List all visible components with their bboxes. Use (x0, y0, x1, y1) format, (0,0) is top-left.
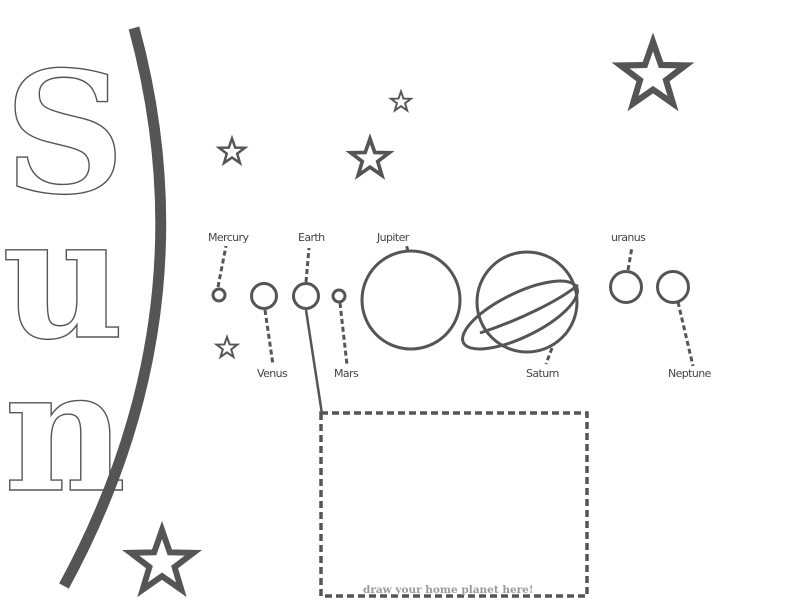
saturn-label: Saturn (526, 367, 559, 380)
planet-mars: Mars (331, 288, 360, 380)
planet-earth: Earth (292, 231, 326, 415)
sun-letter-u: u (2, 179, 124, 377)
saturn-ring-front (479, 283, 579, 335)
drawing-box (319, 411, 589, 598)
planet-saturn: Saturn (461, 250, 579, 380)
planet-neptune: Neptune (656, 270, 712, 380)
star-icon (215, 134, 249, 167)
star-icon (345, 133, 395, 180)
venus-circle (250, 282, 278, 310)
planet-venus: Venus (250, 282, 289, 380)
drawing-box-caption: draw your home planet here! (363, 584, 533, 596)
planet-uranus: uranus (609, 231, 647, 304)
star-icon (388, 88, 414, 113)
jupiter-circle (360, 249, 462, 351)
uranus-circle (609, 270, 643, 304)
planet-jupiter: Jupiter (360, 231, 462, 351)
star-icon (121, 520, 203, 598)
earth-connector-line (304, 309, 324, 415)
sun-edge-arc (59, 26, 167, 589)
star-icon (213, 333, 241, 360)
mars-label: Mars (334, 367, 359, 380)
mercury-circle (211, 287, 227, 303)
saturn-circle (475, 250, 579, 354)
venus-label: Venus (257, 367, 288, 380)
mars-circle (331, 288, 347, 304)
earth-label: Earth (298, 231, 325, 244)
star-icon (611, 32, 695, 112)
sun-letter-s: S (4, 34, 125, 232)
neptune-label: Neptune (668, 367, 712, 380)
neptune-circle (656, 270, 690, 304)
mercury-label: Mercury (208, 231, 249, 244)
planet-mercury: Mercury (208, 231, 250, 303)
jupiter-label: Jupiter (376, 231, 410, 244)
uranus-label: uranus (611, 231, 646, 244)
earth-circle (292, 282, 320, 310)
